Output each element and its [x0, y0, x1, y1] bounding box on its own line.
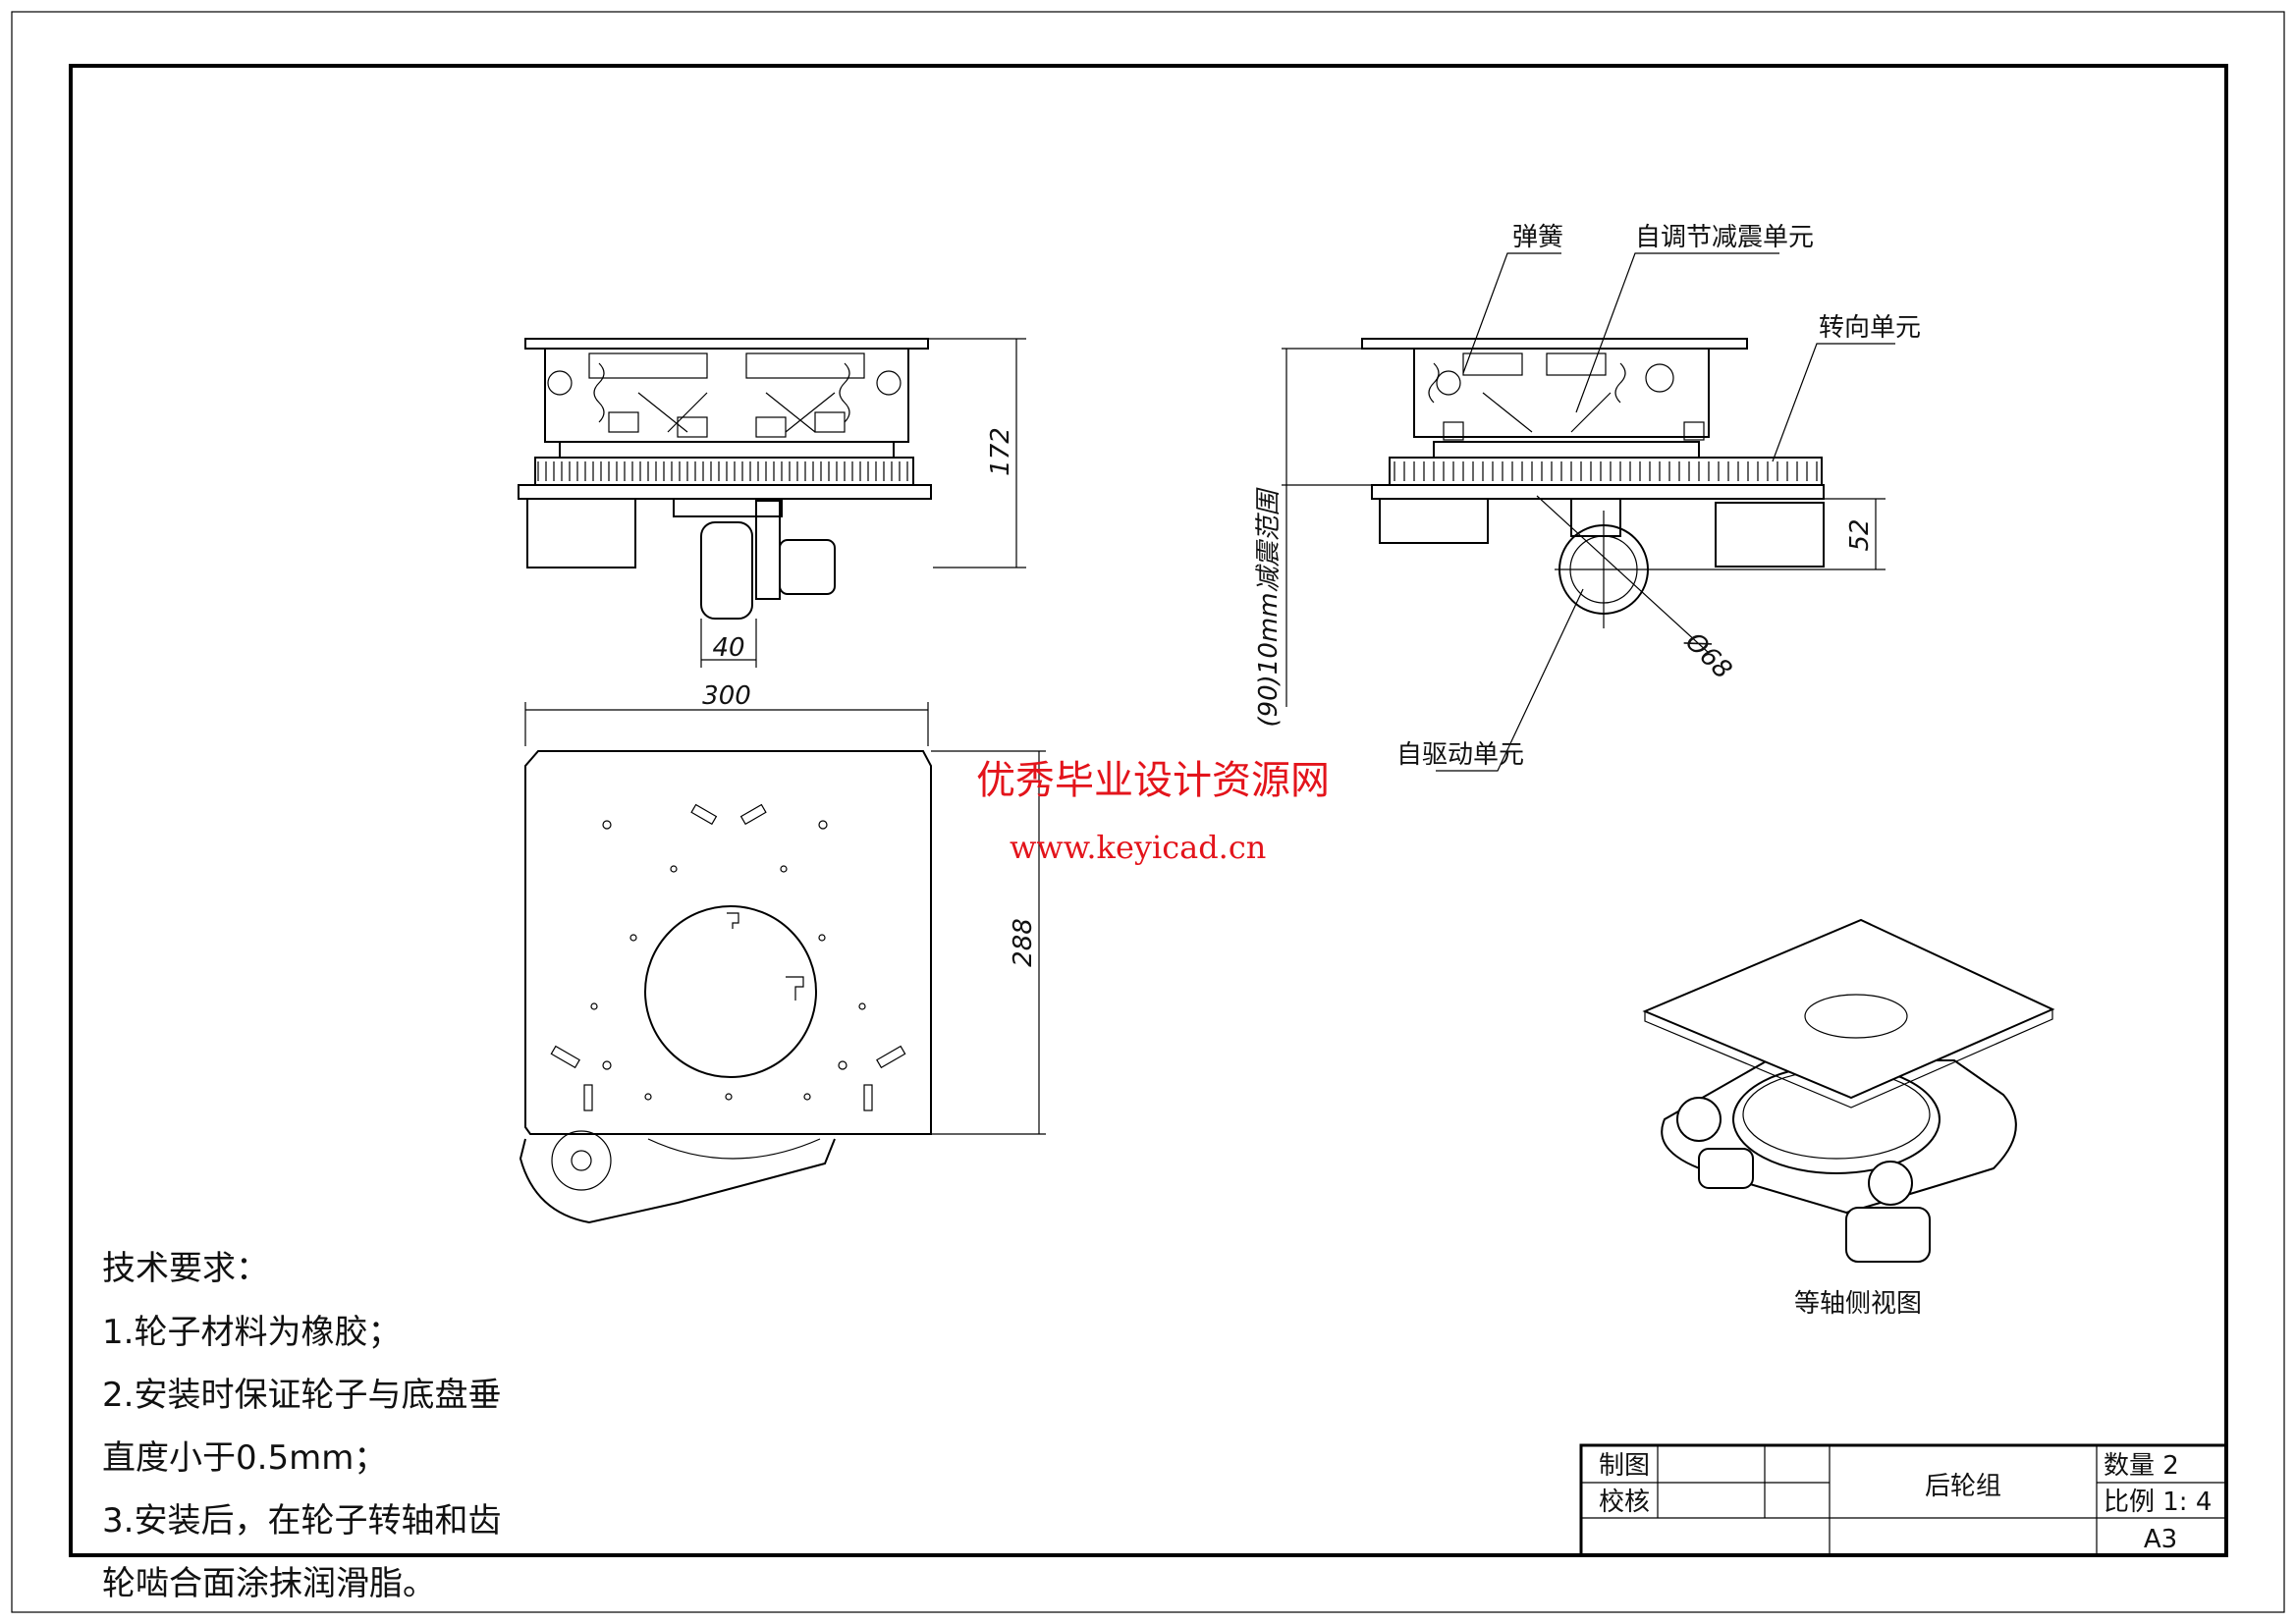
tech-req-title: 技术要求： [102, 1249, 269, 1288]
dim-52: 52 [1845, 518, 1875, 551]
technical-requirements: 技术要求： 1.轮子材料为橡胶； 2.安装时保证轮子与底盘垂 直度小于0.5mm… [102, 1249, 501, 1603]
label-steering-unit: 转向单元 [1819, 313, 1921, 343]
damping-range-label: (90)10mm减震范围 [1254, 486, 1284, 727]
drawn-by-label: 制图 [1599, 1451, 1650, 1481]
checked-by-label: 校核 [1599, 1488, 1650, 1517]
front-view: 172 40 300 [518, 338, 1026, 746]
top-view: 288 [519, 750, 1046, 1224]
dim-300: 300 [702, 681, 751, 711]
dim-288: 288 [1009, 918, 1038, 967]
watermark-site-name: 优秀毕业设计资源网 [976, 758, 1330, 803]
title-block: 制图 校核 后轮组 数量 2 比例 1: 4 A3 [1579, 1443, 2228, 1557]
sheet-size: A3 [2144, 1525, 2177, 1554]
part-name: 后轮组 [1925, 1472, 2001, 1501]
label-self-drive-unit: 自驱动单元 [1396, 740, 1524, 770]
outer-border [11, 11, 2285, 1613]
label-self-adjust-damping-unit: 自调节减震单元 [1635, 223, 1814, 252]
tech-req-line: 3.安装后，在轮子转轴和齿 [102, 1501, 501, 1541]
tech-req-line: 2.安装时保证轮子与底盘垂 [102, 1376, 501, 1415]
tech-req-line: 1.轮子材料为橡胶； [102, 1313, 401, 1352]
watermark-url: www.keyicad.cn [1010, 829, 1266, 866]
tech-req-line: 轮啮合面涂抹润滑脂。 [102, 1564, 436, 1603]
side-view: Ø68 52 (90)10mm减震范围 弹簧 自调节减震单元 转向单元 自驱动单… [1254, 223, 1921, 772]
dim-40: 40 [712, 633, 744, 663]
dim-diameter-68: Ø68 [1678, 626, 1737, 685]
isometric-view: 等轴侧视图 [1642, 918, 2055, 1319]
dim-172: 172 [986, 427, 1015, 476]
label-isometric-view: 等轴侧视图 [1794, 1289, 1922, 1319]
drawing-frame [69, 64, 2228, 1557]
tech-req-line: 直度小于0.5mm； [102, 1438, 387, 1478]
label-spring: 弹簧 [1512, 223, 1563, 252]
scale: 比例 1: 4 [2104, 1488, 2212, 1517]
quantity: 数量 2 [2104, 1451, 2179, 1481]
